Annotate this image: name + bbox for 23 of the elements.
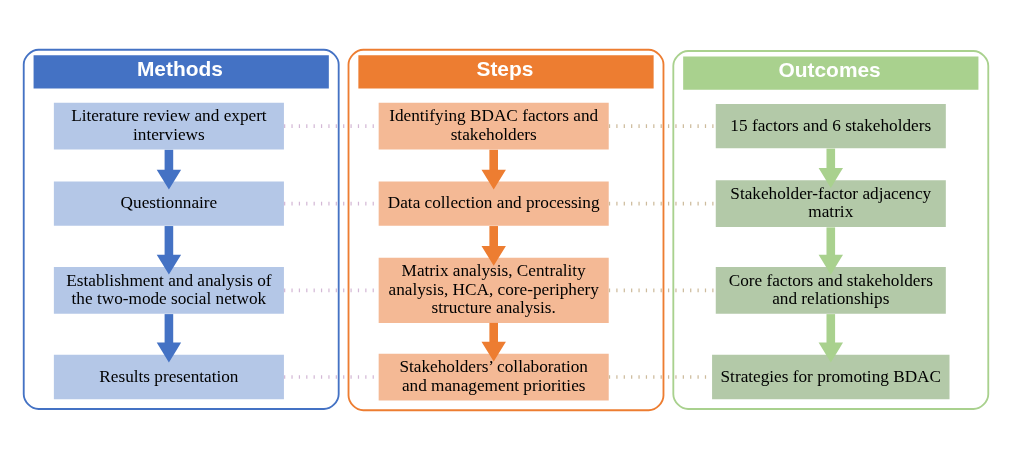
node-box: 15 factors and 6 stakeholders <box>715 103 946 148</box>
connector <box>608 287 716 292</box>
node-box: Questionnaire <box>53 180 284 226</box>
arrow <box>156 313 182 363</box>
node-box: Core factors and stakeholders and relationships <box>715 266 946 314</box>
node-box: Stakeholder-factor adjacency matrix <box>715 179 946 227</box>
node-box: Stakeholders’ collaboration and management priorities <box>378 353 609 400</box>
node-box: Results presentation <box>53 354 284 399</box>
arrow <box>156 225 182 275</box>
arrow <box>481 225 506 266</box>
connector <box>608 123 716 128</box>
node-box: Identifying BDAC factors and stakeholders <box>378 102 609 149</box>
arrow <box>481 322 506 362</box>
arrow <box>818 313 843 363</box>
arrow <box>481 149 506 190</box>
arrow <box>156 149 182 190</box>
arrow <box>818 148 843 188</box>
node-box: Data collection and processing <box>378 180 609 226</box>
node-box: Literature review and expert interviews <box>53 102 284 149</box>
node-box: Establishment and analysis of the two-mode social netwok <box>53 266 284 314</box>
arrow <box>818 226 843 275</box>
node-box: Matrix analysis, Centrality analysis, HCA, core-periphery structure analysis. <box>378 257 609 323</box>
node-box: Strategies for promoting BDAC <box>712 354 950 399</box>
